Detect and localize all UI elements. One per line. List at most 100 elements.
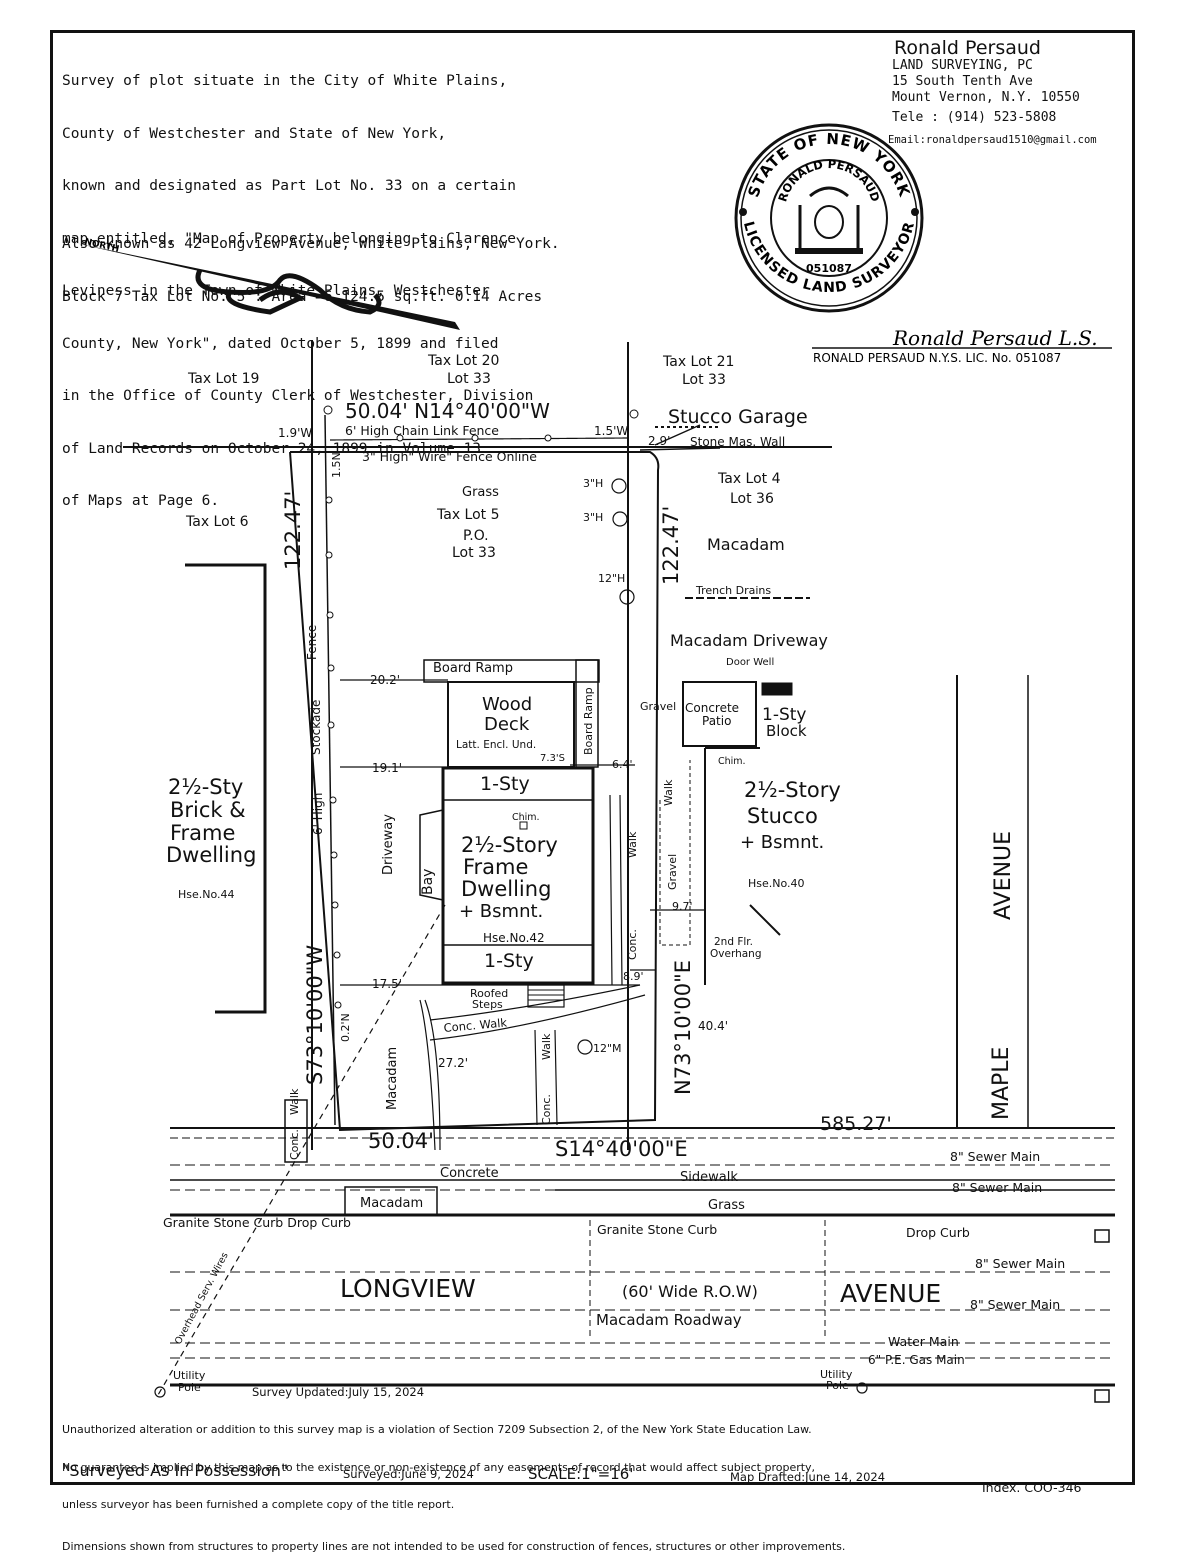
tax-lot-5: Tax Lot 5 [436,507,500,523]
macadam-driveway: Macadam Driveway [670,631,828,650]
grass-label: Grass [462,485,499,500]
left-house-4: Dwelling [166,843,256,867]
desc-line: known and designated as Part Lot No. 33 … [62,178,516,194]
macadam-vertical: Macadam [385,1047,400,1110]
left-house-2: Brick & [170,798,246,822]
lot-36: Lot 36 [730,491,774,507]
north-label: NORTH [83,237,120,255]
wood-label: Wood [482,694,532,715]
disclaimer-line: Dimensions shown from structures to prop… [62,1539,846,1553]
one-sty-bottom: 1-Sty [484,950,534,972]
dim-7-3s: 7.3'S [540,753,565,764]
seal-bottom-text: LICENSED LAND SURVEYOR [740,220,917,296]
map-frame [50,30,1135,1485]
lattice-label: Latt. Encl. Und. [456,739,536,751]
desc-line: Survey of plot situate in the City of Wh… [62,73,508,89]
disclaimer-line: No guarantee is implied by this map as t… [62,1460,816,1474]
house-no-44: Hse.No.44 [178,888,235,901]
granite-curb-mid: Granite Stone Curb [597,1222,717,1237]
firm-info: Ronald Persaud LAND SURVEYING, PC 15 Sou… [880,37,1120,148]
desc-line: County of Westchester and State of New Y… [62,125,447,142]
tree-3h-b: 3"H [583,511,603,524]
right-bearing: N73°10'00"E [671,960,695,1095]
desc-line: in the Office of County Clerk of Westche… [62,388,534,404]
one-sty-block-1: 1-Sty [762,705,806,725]
firm-city: Mount Vernon, N.Y. 10550 [892,90,1080,105]
utility-pole-right-2: Pole [826,1379,849,1392]
right-house-3: + Bsmnt. [740,832,824,853]
main-house-4: + Bsmnt. [459,901,543,922]
disclaimer-line: unless surveyor has been furnished a com… [62,1498,455,1511]
seal-number: 051087 [806,262,852,275]
tree-12h: 12"H [598,572,625,585]
svg-text:RONALD PERSAUD: RONALD PERSAUD [775,157,882,204]
main-house-1: 2½-Story [461,833,558,857]
dim-585-27: 585.27' [820,1113,892,1135]
longview-label: LONGVIEW [340,1274,476,1303]
door-well: Door Well [726,657,774,668]
firm-email: Email:ronaldpersaud1510@gmail.com [888,134,1097,146]
overhang-1: 2nd Flr. [714,936,753,948]
bottom-dim-2: S14°40'00"E [555,1137,688,1161]
deck-label: Deck [484,714,530,735]
dim-8-9: 8.9' [623,970,644,983]
surveyor-seal: STATE OF NEW YORK LICENSED LAND SURVEYOR… [734,123,924,313]
tree-12m: 12"M [593,1042,622,1055]
dim-27-2: 27.2' [438,1056,468,1070]
conc-vertical-1: Conc. [626,929,639,960]
grass-sidewalk: Grass [708,1198,745,1213]
walk-vertical-2: Walk [662,779,675,806]
tree-3h-a: 3"H [583,477,603,490]
disclaimer-line: Unauthorized alteration or addition to t… [62,1423,812,1436]
gravel-vertical: Gravel [666,854,679,890]
tax-lot-21: Tax Lot 21 [662,354,734,370]
house-no-40: Hse.No.40 [748,877,805,890]
block-lot-area: Block 7 Tax Lot No. 5 : Area =6,124.5 sq… [62,288,543,305]
utility-pole-left-2: Pole [178,1381,201,1394]
chain-link-fence: 6' High Chain Link Fence [345,423,499,438]
possession-label: "Surveyed As In Possession" [62,1461,288,1480]
firm-name: Ronald Persaud [894,37,1041,59]
driveway-vertical: Driveway [381,814,396,875]
dim-9-7: 9.7' [672,900,693,913]
one-sty-top: 1-Sty [480,773,530,795]
chim-main: Chim. [512,812,540,823]
dim-1-5w: 1.5'W [594,424,628,438]
firm-line1: LAND SURVEYING, PC [892,58,1033,73]
property-lines [123,340,1115,1403]
roofed-steps-1: Roofed [470,987,508,1000]
walk-vertical-4: Walk [540,1033,553,1060]
left-house-1: 2½-Sty [168,775,243,799]
stucco-garage: Stucco Garage [668,406,808,428]
conc-vertical-3: Conc. [540,1094,553,1125]
bottom-dim-1: 50.04' [368,1129,434,1153]
dim-40-4: 40.4' [698,1019,728,1033]
macadam-sidewalk: Macadam [360,1196,423,1211]
six-high-label: 6' High [311,793,325,835]
dim-1-9w: 1.9'W [278,426,312,440]
index-label: Index. COO-346 [982,1480,1082,1495]
concrete-patio-2: Patio [702,714,731,728]
bay-label: Bay [420,869,436,895]
gas-main: 6" P.E. Gas Main [868,1353,965,1367]
chim-right: Chim. [718,756,746,767]
tax-lot-6: Tax Lot 6 [185,514,249,530]
dim-0-2n: 0.2'N [339,1013,352,1042]
firm-address: 15 South Tenth Ave [892,74,1033,89]
desc-line: map entitled, "Map of Property belonging… [62,230,516,247]
lot-33-b: Lot 33 [682,372,726,388]
overhang-2: Overhang [710,948,761,960]
granite-curb-left: Granite Stone Curb Drop Curb [163,1215,351,1230]
left-house-3: Frame [170,821,235,845]
sewer-main-2: 8" Sewer Main [952,1180,1042,1195]
concrete-patio-1: Concrete [685,701,739,715]
sewer-main-3: 8" Sewer Main [975,1256,1065,1271]
dim-20-2: 20.2' [370,673,400,687]
main-house-3: Dwelling [461,877,551,901]
address-block: Also known as 42 Longview Avenue, White … [62,201,560,324]
avenue-vertical: AVENUE [991,831,1016,920]
dim-19-1: 19.1' [372,761,402,775]
firm-phone: Tele : (914) 523-5808 [892,110,1057,125]
row-label: (60' Wide R.O.W) [622,1282,758,1301]
